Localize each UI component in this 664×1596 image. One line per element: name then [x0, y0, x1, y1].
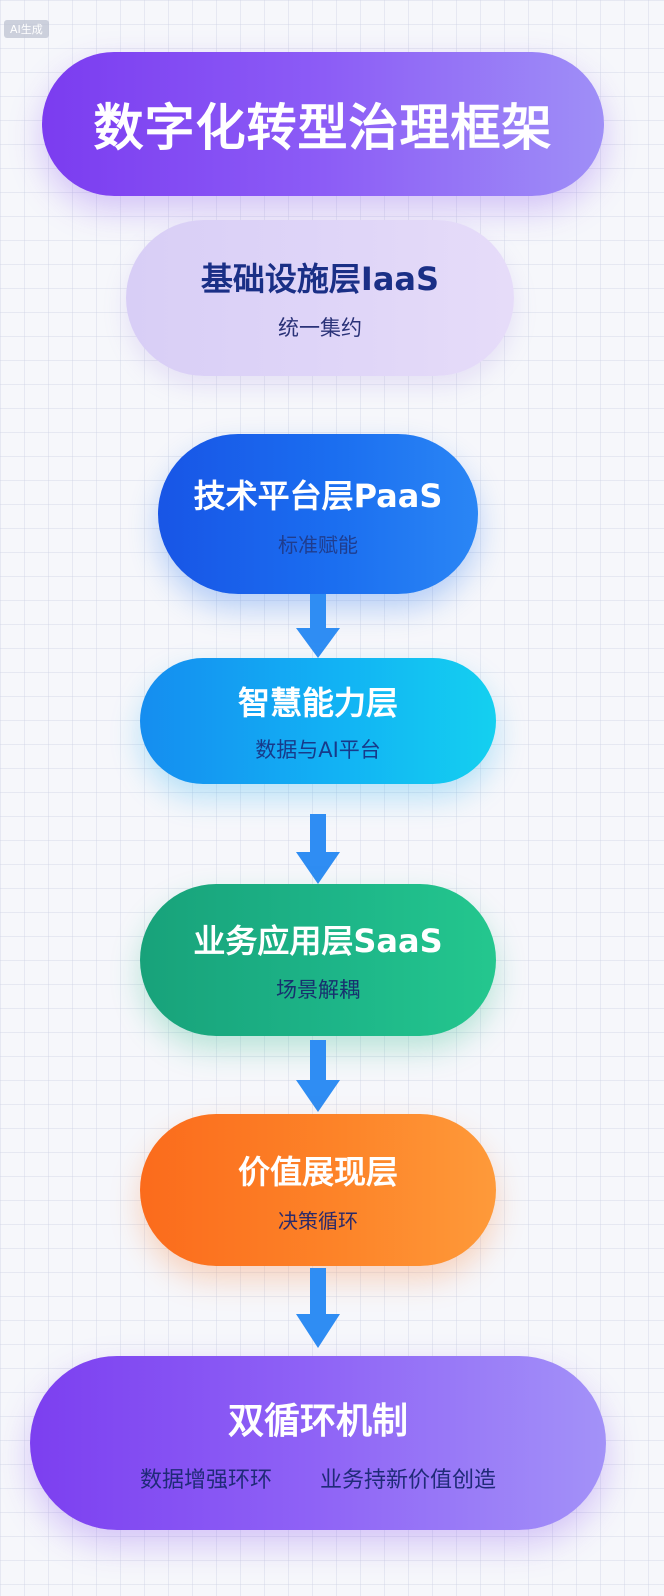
ai-generated-watermark: AI生成 [4, 20, 49, 38]
framework-title-banner: 数字化转型治理框架 [42, 52, 604, 196]
layer-iaas-subtitle: 统一集约 [278, 316, 362, 340]
layer-saas-title: 业务应用层SaaS [193, 922, 443, 960]
layer-smart-subtitle: 数据与AI平台 [255, 738, 381, 762]
dual-loop-item-business: 业务持新价值创造 [320, 1468, 497, 1493]
framework-title: 数字化转型治理框架 [93, 99, 553, 157]
layer-paas-subtitle: 标准赋能 [278, 532, 358, 557]
layer-value-title: 价值展现层 [237, 1152, 398, 1191]
layer-paas: 技术平台层PaaS 标准赋能 [158, 434, 478, 594]
layer-value-subtitle: 决策循环 [278, 1208, 358, 1233]
layer-saas: 业务应用层SaaS 场景解耦 [140, 884, 496, 1036]
layer-smart-title: 智慧能力层 [237, 684, 398, 722]
layer-value: 价值展现层 决策循环 [140, 1114, 496, 1266]
dual-loop-items: 数据增强环环 业务持新价值创造 [140, 1462, 496, 1494]
layer-iaas: 基础设施层IaaS 统一集约 [126, 220, 514, 376]
dual-loop-title: 双循环机制 [227, 1401, 408, 1442]
dual-loop-item-data: 数据增强环环 [139, 1468, 272, 1493]
layer-iaas-title: 基础设施层IaaS [200, 260, 440, 298]
layer-smart-capability: 智慧能力层 数据与AI平台 [140, 658, 496, 784]
layer-saas-subtitle: 场景解耦 [276, 978, 360, 1002]
layer-paas-title: 技术平台层PaaS [193, 476, 443, 515]
down-arrow-icon [296, 1040, 340, 1112]
dual-loop-mechanism: 双循环机制 数据增强环环 业务持新价值创造 [30, 1356, 606, 1530]
down-arrow-icon [296, 814, 340, 884]
down-arrow-icon [296, 594, 340, 658]
down-arrow-icon [296, 1268, 340, 1348]
